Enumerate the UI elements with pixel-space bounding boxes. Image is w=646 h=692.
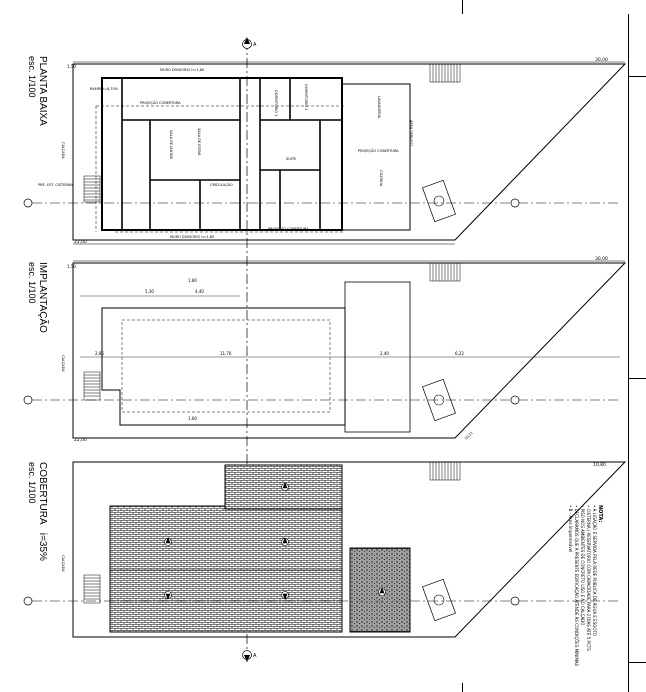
- cobertura-front-stairs: [83, 574, 101, 604]
- label-calcada-1: CALÇADA: [61, 142, 65, 159]
- dim-implant-side: 2,40: [380, 351, 389, 356]
- roof-slope-arrows: [164, 482, 386, 600]
- dim-setback: 1,50: [67, 64, 76, 69]
- section-label-bottom: A: [253, 653, 257, 659]
- side-stairs: [429, 63, 461, 83]
- label-projecao: PROJEÇÃO COBERTURA: [140, 100, 181, 105]
- projection-lines: [95, 105, 345, 233]
- frame-right-tick-2: [628, 378, 646, 379]
- label-projecao-2: PROJEÇÃO COBERTURA: [358, 148, 399, 153]
- label-area-servico: ÁREA SERVIÇO: [409, 120, 414, 146]
- label-dormitorio-2: DORMITÓRIO 2: [304, 84, 309, 110]
- roof-main: [109, 505, 343, 633]
- section-marker-bottom: A: [242, 650, 257, 662]
- label-suite: SUITE: [286, 157, 296, 161]
- frame-right-tick-3: [628, 662, 646, 663]
- internal-walls: [121, 78, 342, 230]
- dim-cobertura-depth: 10,80: [593, 462, 606, 468]
- planta-baixa-drawing: 30,00 22,00 1,50 MURO DIVISÓRIO h=1: [23, 57, 627, 245]
- dim-implant-top: 5,30: [145, 289, 154, 294]
- label-lavanderia: LAVANDERIA: [377, 96, 381, 119]
- implant-inner-dashed: [121, 319, 331, 413]
- frame-right-border: [628, 14, 629, 692]
- label-calcada-3: CALÇADA: [61, 555, 65, 572]
- label-muro-top: MURO DIVISÓRIO h=1,80: [160, 67, 204, 72]
- frame-bottom-tick: [462, 683, 463, 692]
- implant-footprint: [101, 307, 346, 426]
- frame-right-tick-1: [628, 76, 646, 77]
- cobertura-axis-marker-right: [510, 596, 520, 606]
- implant-lot-outline: [72, 262, 627, 439]
- axis-marker-left: [23, 198, 33, 208]
- garage-wall: [341, 83, 411, 231]
- dim-lot-depth: 30,00: [595, 57, 608, 63]
- label-projecao-3: PROJEÇÃO COBERTURA: [268, 226, 309, 231]
- cobertura-side-stairs: [429, 461, 461, 481]
- section-marker-top: A: [242, 37, 257, 49]
- section-label-top: A: [253, 42, 257, 48]
- label-sala-estar: SALA DE ESTAR: [197, 128, 201, 156]
- label-pre-estrutura: PRÉ. EST. CISTERNA: [38, 182, 73, 187]
- front-stairs: [83, 175, 101, 203]
- implant-side-stairs: [429, 262, 461, 282]
- lot-outline: [72, 63, 627, 241]
- dim-implant-depth: 1,60: [188, 416, 197, 421]
- dim-implant-setback: 1,50: [67, 264, 76, 269]
- dim-lot-width: 22,00: [74, 239, 87, 245]
- dim-implant-long: 11,70: [220, 351, 232, 356]
- car-icon: [422, 179, 456, 223]
- implant-front-stairs: [83, 371, 101, 401]
- label-rampa: RAMPA i=8,33%: [90, 87, 119, 91]
- implant-axis-marker-left: [23, 395, 33, 405]
- implantacao-drawing: 30,00 22,00 1,50 5,30 4,40 2,85 11,70 2,…: [23, 256, 627, 443]
- cobertura-axis-marker-left: [23, 596, 33, 606]
- dim-implant-diag: 10,21: [464, 431, 474, 441]
- label-dormitorio-1: DORMITÓRIO 1: [274, 90, 279, 116]
- dim-implant-height: 1,80: [188, 278, 197, 283]
- cobertura-drawing: 10,80 CALÇADA: [23, 461, 627, 638]
- dim-implant-front: 6,22: [455, 351, 464, 356]
- label-cozinha: COZINHA: [379, 170, 383, 187]
- label-calcada-2: CALÇADA: [61, 355, 65, 372]
- implant-axis-marker-right: [510, 395, 520, 405]
- cobertura-car-icon: [422, 578, 456, 622]
- label-muro-bottom: MURO DIVISÓRIO h=1,80: [170, 234, 214, 239]
- dim-implant-back: 2,85: [95, 351, 104, 356]
- frame-top-tick: [462, 0, 463, 14]
- dim-implant-lot-depth: 30,00: [595, 256, 608, 262]
- dim-implant-mid: 4,40: [195, 289, 204, 294]
- label-sala-jantar: SALA DE JANTAR: [169, 130, 173, 159]
- dim-implant-lot-width: 22,00: [74, 437, 87, 443]
- axis-marker-right: [510, 198, 520, 208]
- label-circulacao: CIRCULAÇÃO: [210, 182, 233, 187]
